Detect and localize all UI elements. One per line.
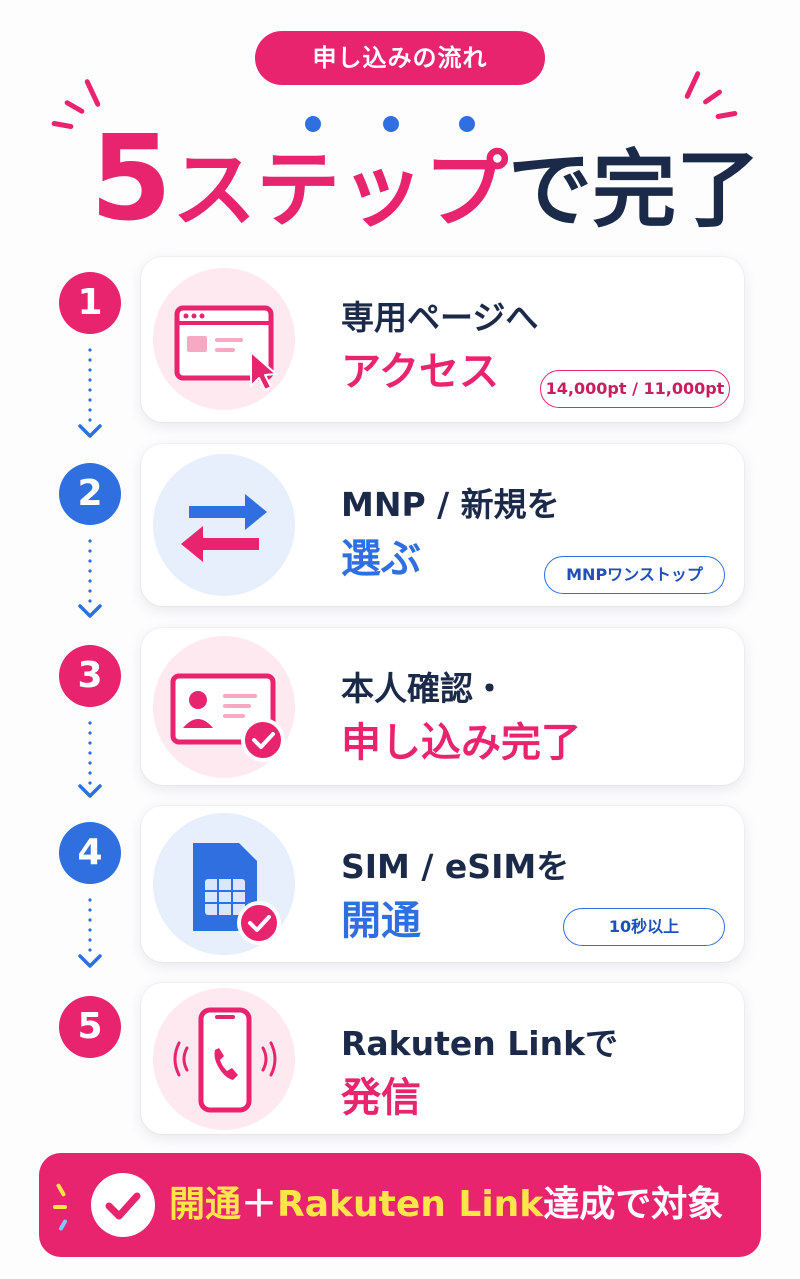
headline-tail: で完了: [508, 141, 761, 239]
headline-katakana: ステップ: [172, 141, 509, 239]
step-1-title-line2: アクセス: [341, 349, 499, 395]
swap-arrows-icon: [181, 494, 267, 562]
step-connector-2: [88, 536, 92, 606]
step-1-points-tag: 14,000pt / 11,000pt: [540, 370, 730, 408]
banner-text: 開通＋Rakuten Link達成で対象: [169, 1153, 723, 1257]
section-badge: 申し込みの流れ: [255, 31, 545, 85]
step-3-icon-bg: [153, 636, 295, 778]
step-3-title-line2: 申し込み完了: [341, 720, 581, 766]
step-3-title-line1: 本人確認・: [341, 669, 506, 708]
step-1-number: 1: [59, 272, 121, 334]
page-title: 5ステップで完了: [90, 118, 760, 239]
phone-ringing-icon: [173, 1007, 277, 1113]
step-5-title-line1: Rakuten Linkで: [341, 1024, 619, 1063]
step-2-number: 2: [59, 463, 121, 525]
condition-banner: 開通＋Rakuten Link達成で対象: [39, 1153, 761, 1257]
step-2-mnp-tag: MNPワンストップ: [544, 556, 725, 594]
emphasis-dot-3: [459, 116, 475, 132]
sim-card-check-icon: [193, 843, 281, 945]
sparkle-left-1: [83, 78, 102, 108]
step-card-3[interactable]: 本人確認・ 申し込み完了: [141, 628, 744, 785]
sparkle-left-3: [51, 120, 74, 130]
check-circle-icon: [91, 1173, 155, 1237]
connector-arrow-1: [78, 424, 102, 438]
step-1-title-line1: 専用ページへ: [341, 298, 539, 337]
connector-arrow-4: [78, 954, 102, 968]
step-connector-1: [88, 345, 92, 427]
step-card-2[interactable]: MNP / 新規を 選ぶ MNPワンストップ: [141, 444, 744, 606]
browser-cursor-icon: [174, 305, 277, 391]
banner-part1: 開通: [169, 1184, 242, 1225]
id-card-check-icon: [170, 673, 285, 762]
banner-sparkle-3: [58, 1218, 68, 1232]
sparkle-right-1: [683, 70, 702, 100]
headline-number: 5: [90, 109, 173, 247]
step-card-5[interactable]: Rakuten Linkで 発信: [141, 983, 744, 1134]
banner-part2: Rakuten Link: [277, 1184, 544, 1225]
banner-sparkle-2: [53, 1205, 67, 1209]
sparkle-left-2: [63, 99, 86, 115]
banner-plus: ＋: [241, 1184, 278, 1225]
emphasis-dot-2: [383, 116, 399, 132]
step-2-icon-bg: [153, 454, 295, 596]
banner-part3: 達成で対象: [543, 1184, 724, 1225]
step-connector-3: [88, 718, 92, 786]
step-2-title-line2: 選ぶ: [341, 536, 421, 582]
step-5-icon-bg: [153, 988, 295, 1130]
step-connector-4: [88, 895, 92, 957]
step-4-title-line2: 開通: [341, 898, 421, 944]
step-1-icon-bg: [153, 268, 295, 410]
step-5-number: 5: [59, 996, 121, 1058]
step-card-1[interactable]: 専用ページへ アクセス 14,000pt / 11,000pt: [141, 257, 744, 422]
step-5-title-line2: 発信: [341, 1075, 421, 1121]
sparkle-right-2: [702, 88, 723, 106]
step-4-duration-tag: 10秒以上: [563, 908, 725, 946]
step-2-title-line1: MNP / 新規を: [341, 485, 560, 524]
connector-arrow-2: [78, 604, 102, 618]
step-4-title-line1: SIM / eSIMを: [341, 847, 570, 886]
connector-arrow-3: [78, 784, 102, 798]
banner-sparkle-1: [55, 1182, 67, 1198]
step-4-number: 4: [59, 822, 121, 884]
step-card-4[interactable]: SIM / eSIMを 開通 10秒以上: [141, 806, 744, 962]
step-4-icon-bg: [153, 813, 295, 955]
emphasis-dot-1: [305, 116, 321, 132]
step-3-number: 3: [59, 645, 121, 707]
